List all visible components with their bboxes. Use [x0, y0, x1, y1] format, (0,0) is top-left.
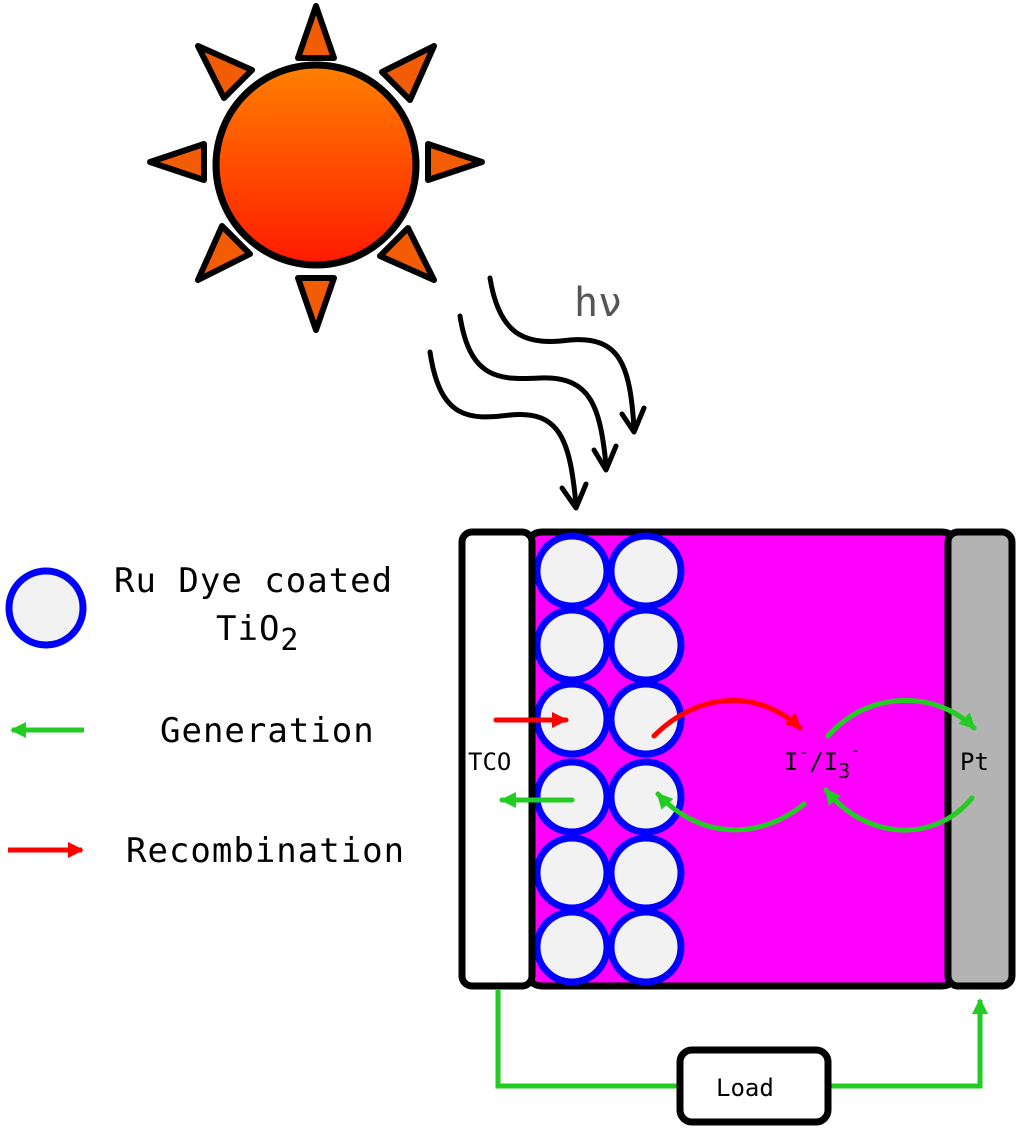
photon-waves — [427, 275, 637, 508]
redox-i: I — [784, 748, 798, 776]
tio2-particle — [607, 606, 685, 684]
photon-arrowheads — [559, 405, 647, 511]
tio2-particle — [607, 908, 685, 986]
tio2-particle — [533, 532, 611, 610]
tio2-particle — [533, 834, 611, 912]
load-box — [676, 1046, 832, 1126]
legend-dye-label-line2: TiO2 — [216, 609, 299, 658]
sun-disc — [212, 61, 420, 269]
load-label: Load — [716, 1074, 774, 1102]
tio2-particle — [607, 758, 685, 836]
tio2-particle — [533, 758, 611, 836]
legend-dye-particle-icon — [5, 567, 87, 649]
redox-slash-i: /I — [809, 748, 838, 776]
circuit-wire — [495, 990, 680, 1089]
tio2-particle — [533, 606, 611, 684]
redox-sub: 3 — [838, 759, 850, 783]
solar-cell: TCO Pt I-/I3- — [458, 528, 1016, 990]
redox-sup: - — [850, 740, 861, 761]
tio2-particle — [607, 532, 685, 610]
pt-label: Pt — [960, 748, 989, 776]
tio2-particle — [533, 908, 611, 986]
sun-rays — [147, 3, 485, 333]
legend-recombination-label: Recombination — [126, 831, 405, 871]
circuit-wire-return — [828, 998, 988, 1089]
pt-electrode — [944, 528, 1016, 990]
legend-dye-label-tio: TiO — [216, 609, 280, 649]
photon-wave-2 — [457, 313, 609, 468]
photon-wave-3 — [487, 275, 637, 431]
legend: Ru Dye coated TiO2 Generation Recombinat… — [5, 561, 405, 871]
legend-dye-label-sub: 2 — [280, 623, 299, 658]
generation-arrow-to-pt — [825, 698, 977, 739]
tio2-particle — [607, 834, 685, 912]
legend-dye-label: Ru Dye coated — [114, 561, 393, 601]
sun-icon — [147, 3, 485, 333]
generation-arrow-to-dye — [655, 791, 807, 833]
recombination-arrow-redox — [651, 698, 803, 739]
legend-generation-label: Generation — [160, 711, 375, 751]
generation-arrow-from-pt — [823, 787, 975, 833]
external-circuit: Load — [495, 990, 988, 1126]
redox-couple-label: I-/I3- — [784, 740, 861, 783]
tco-electrode — [458, 528, 536, 990]
redox-i-sup: - — [798, 742, 809, 763]
tio2-particles — [533, 532, 685, 986]
photon-label: hν — [574, 280, 622, 326]
tco-label: TCO — [468, 748, 511, 776]
charge-transfer-arrows — [493, 698, 977, 833]
tio2-particle — [607, 680, 685, 758]
photon-wave-1 — [427, 349, 579, 508]
